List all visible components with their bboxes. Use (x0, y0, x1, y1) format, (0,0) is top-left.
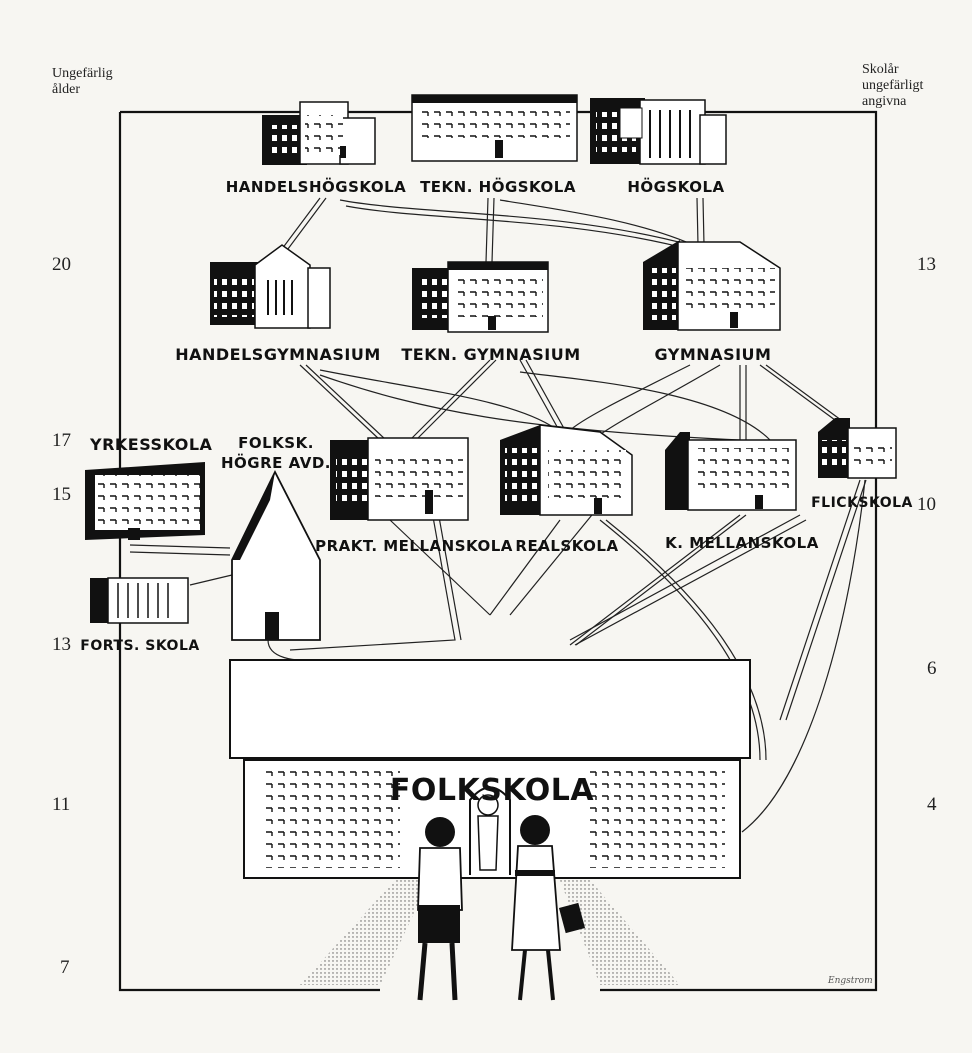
entrance-path (300, 880, 680, 985)
flickskola-building (818, 418, 897, 479)
label-flickskola: FLICKSKOLA (811, 495, 913, 511)
right-axis-title-line2: ungefärligt (862, 78, 924, 93)
age-tick-17: 17 (52, 430, 71, 451)
age-tick-13: 13 (52, 634, 71, 655)
right-axis-title-line1: Skolår (862, 62, 899, 77)
folksk-hogre-building (231, 469, 321, 641)
label-k-mellanskola: K. MELLANSKOLA (665, 534, 819, 552)
label-hogskola: HÖGSKOLA (627, 177, 724, 196)
label-prakt-mellanskola: PRAKT. MELLANSKOLA (315, 537, 513, 555)
label-tekn-hogskola: TEKN. HÖGSKOLA (420, 177, 576, 196)
age-tick-20: 20 (52, 254, 71, 275)
label-gymnasium: GYMNASIUM (655, 345, 772, 364)
tekn-hogskola-building (411, 94, 578, 162)
label-forts-skola: FORTS. SKOLA (80, 638, 199, 654)
left-axis-title-line2: ålder (52, 82, 80, 97)
tekn-gymnasium-building (412, 261, 549, 333)
k-mellanskola-building (665, 432, 797, 511)
age-tick-7: 7 (60, 957, 70, 978)
right-axis-title-line3: angivna (862, 94, 907, 109)
left-axis-title: Ungefärlig ålder (52, 66, 113, 98)
label-folksk-hogre-line2: HÖGRE AVD. (221, 453, 331, 472)
label-yrkesskola: YRKESSKOLA (89, 435, 213, 454)
realskola-building (500, 424, 633, 516)
left-axis-title-line1: Ungefärlig (52, 66, 113, 81)
label-handelsgymnasium: HANDELSGYMNASIUM (175, 345, 381, 364)
age-tick-11: 11 (52, 794, 71, 815)
year-tick-6: 6 (927, 658, 937, 679)
artist-signature: Engstrom (828, 976, 873, 986)
forts-skola-building (90, 577, 189, 624)
label-tekn-gymnasium: TEKN. GYMNASIUM (401, 345, 580, 364)
year-tick-10: 10 (917, 494, 936, 515)
label-folksk-hogre-line1: FOLKSK. (238, 434, 314, 452)
label-handelshogskola: HANDELSHÖGSKOLA (226, 177, 407, 196)
gymnasium-building (643, 240, 781, 331)
children-illustration (417, 794, 586, 1001)
prakt-mellanskola-building (330, 437, 469, 521)
age-tick-15: 15 (52, 484, 71, 505)
year-tick-4: 4 (927, 794, 937, 815)
connection-paths (129, 197, 867, 833)
label-realskola: REALSKOLA (515, 537, 618, 555)
hogskola-building (590, 98, 727, 165)
yrkesskola-building (85, 462, 205, 540)
handelsgymnasium-building (210, 244, 331, 329)
right-axis-title: Skolår ungefärligt angivna (862, 62, 923, 110)
label-folkskola: FOLKSKOLA (390, 773, 594, 808)
year-tick-13: 13 (917, 254, 936, 275)
handelshogskola-building (262, 101, 376, 165)
